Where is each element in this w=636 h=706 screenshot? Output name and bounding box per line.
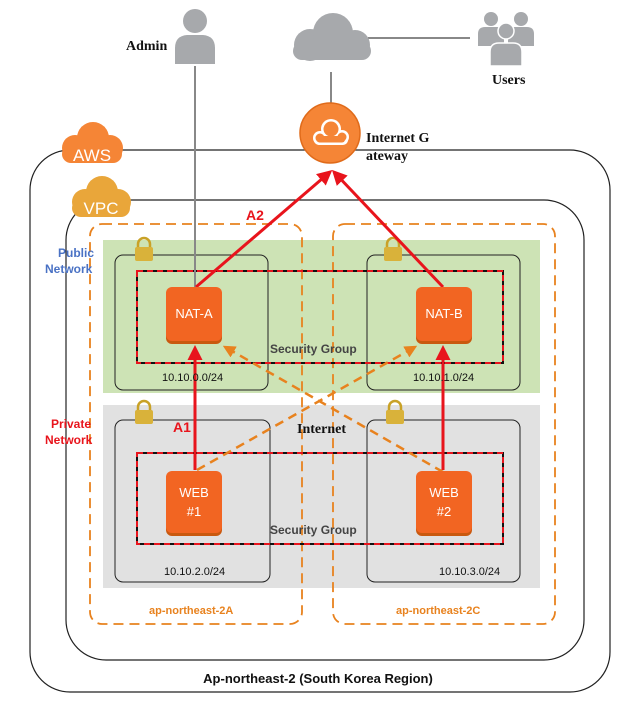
admin-label: Admin [126, 39, 167, 54]
public-network-label-line2: Network [45, 262, 93, 276]
users-label: Users [492, 73, 526, 88]
nat-a-label: NAT-A [175, 306, 213, 321]
az-a-box [89, 223, 303, 625]
web2-instance [416, 471, 472, 536]
subnet-public-a-cidr: 10.10.0.0/24 [162, 372, 223, 384]
web1-label-line1: WEB [179, 485, 209, 500]
lock-icon [135, 236, 153, 261]
subnet-private-c-cidr: 10.10.3.0/24 [439, 566, 500, 578]
aws-cloud-icon [62, 122, 123, 163]
region-label: Ap-northeast-2 (South Korea Region) [203, 671, 433, 686]
private-network-label-line1: Private [51, 417, 91, 431]
igw-label-line2: ateway [366, 149, 408, 164]
security-group-private-label: Security Group [270, 523, 357, 537]
az-c-label: ap-northeast-2C [396, 605, 480, 617]
a2-route-label: A2 [246, 207, 264, 223]
public-network-label-line1: Public [58, 246, 94, 260]
igw-label-line1: Internet G [366, 131, 429, 146]
cloud-icon [293, 13, 371, 61]
private-network-label-line2: Network [45, 433, 93, 447]
security-group-public [136, 270, 504, 364]
lock-icon [135, 399, 153, 424]
lock-icon [386, 399, 404, 424]
subnet-public-c-cidr: 10.10.1.0/24 [413, 372, 474, 384]
web2-label-line1: WEB [429, 485, 459, 500]
lock-icon [384, 236, 402, 261]
internet-label: Internet [297, 422, 346, 437]
subnet-private-a-cidr: 10.10.2.0/24 [164, 566, 225, 578]
vpc-badge-label: VPC [84, 199, 119, 218]
nat-b-label: NAT-B [425, 306, 462, 321]
subnet-public-a [114, 254, 269, 391]
security-group-private [136, 452, 504, 545]
users-group-icon [478, 12, 534, 67]
nat-b-instance [416, 287, 472, 344]
az-a-label: ap-northeast-2A [149, 605, 233, 617]
aws-badge-label: AWS [73, 146, 111, 165]
vpc-box [65, 199, 585, 661]
nat-a-instance [166, 287, 222, 344]
route-web1-to-nat-b [196, 345, 418, 472]
route-nat-a-to-igw [195, 170, 333, 289]
route-nat-b-to-igw [331, 169, 445, 289]
security-group-public-label: Security Group [270, 342, 357, 356]
vpc-cloud-icon [72, 176, 131, 217]
subnet-private-a [114, 419, 271, 583]
web1-label-line2: #1 [187, 504, 201, 519]
route-web2-to-nat-a [222, 345, 444, 474]
web1-instance [166, 471, 222, 536]
a1-route-label: A1 [173, 419, 191, 435]
admin-person-icon [175, 9, 215, 64]
internet-gateway-icon [299, 102, 361, 164]
web2-label-line2: #2 [437, 504, 451, 519]
az-c-box [332, 223, 556, 625]
